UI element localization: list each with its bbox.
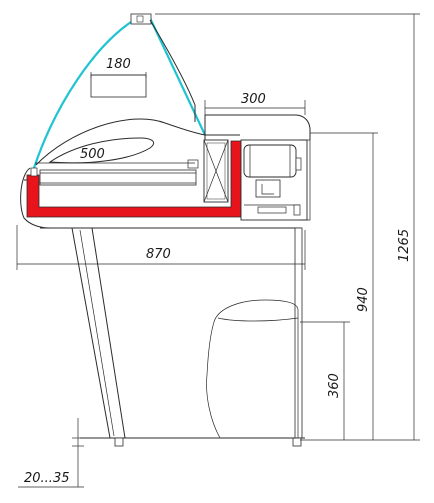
compressor-motor [255,179,281,198]
dim-overall-height: 1265 [155,13,420,441]
tank-drain-detail [30,167,38,177]
dim-display-depth: 500 [35,147,195,164]
dim-counter-height-label: 940 [356,287,371,312]
display-lens [48,137,155,164]
tank-red-shell [26,140,242,218]
dim-service-shelf-label: 300 [241,92,266,107]
front-curved-glass [32,19,135,169]
top-tray-box [90,74,147,98]
compressor-unit [240,139,311,221]
front-leg [71,227,126,439]
dim-foot-adjust: 20...35 [18,418,84,488]
dim-foot-adjust-label: 20...35 [24,471,69,486]
foot-rear [292,437,302,447]
dim-service-shelf: 300 [204,92,306,115]
dim-overall-depth-label: 870 [146,247,171,262]
operator-silhouette [206,299,299,439]
dim-overall-depth: 870 [16,225,306,270]
base-frame [40,227,305,447]
case-body [20,114,311,229]
condenser-coil [243,144,297,178]
dim-counter-height: 940 [310,132,378,440]
dim-top-tray-label: 180 [106,57,131,72]
display-shelf [39,169,197,186]
dim-base-height-label: 360 [327,373,342,398]
dim-display-depth-label: 500 [80,147,105,162]
glass-canopy [32,13,206,169]
dim-overall-height-label: 1265 [397,229,412,262]
evaporator [203,139,229,203]
rear-leg [294,227,303,439]
dim-base-height: 360 [300,321,350,440]
refrigerated-tank [26,140,242,218]
service-shelf [205,114,311,140]
rear-glass [149,17,206,136]
foot-front [114,437,124,447]
top-tray: 180 [90,57,147,98]
